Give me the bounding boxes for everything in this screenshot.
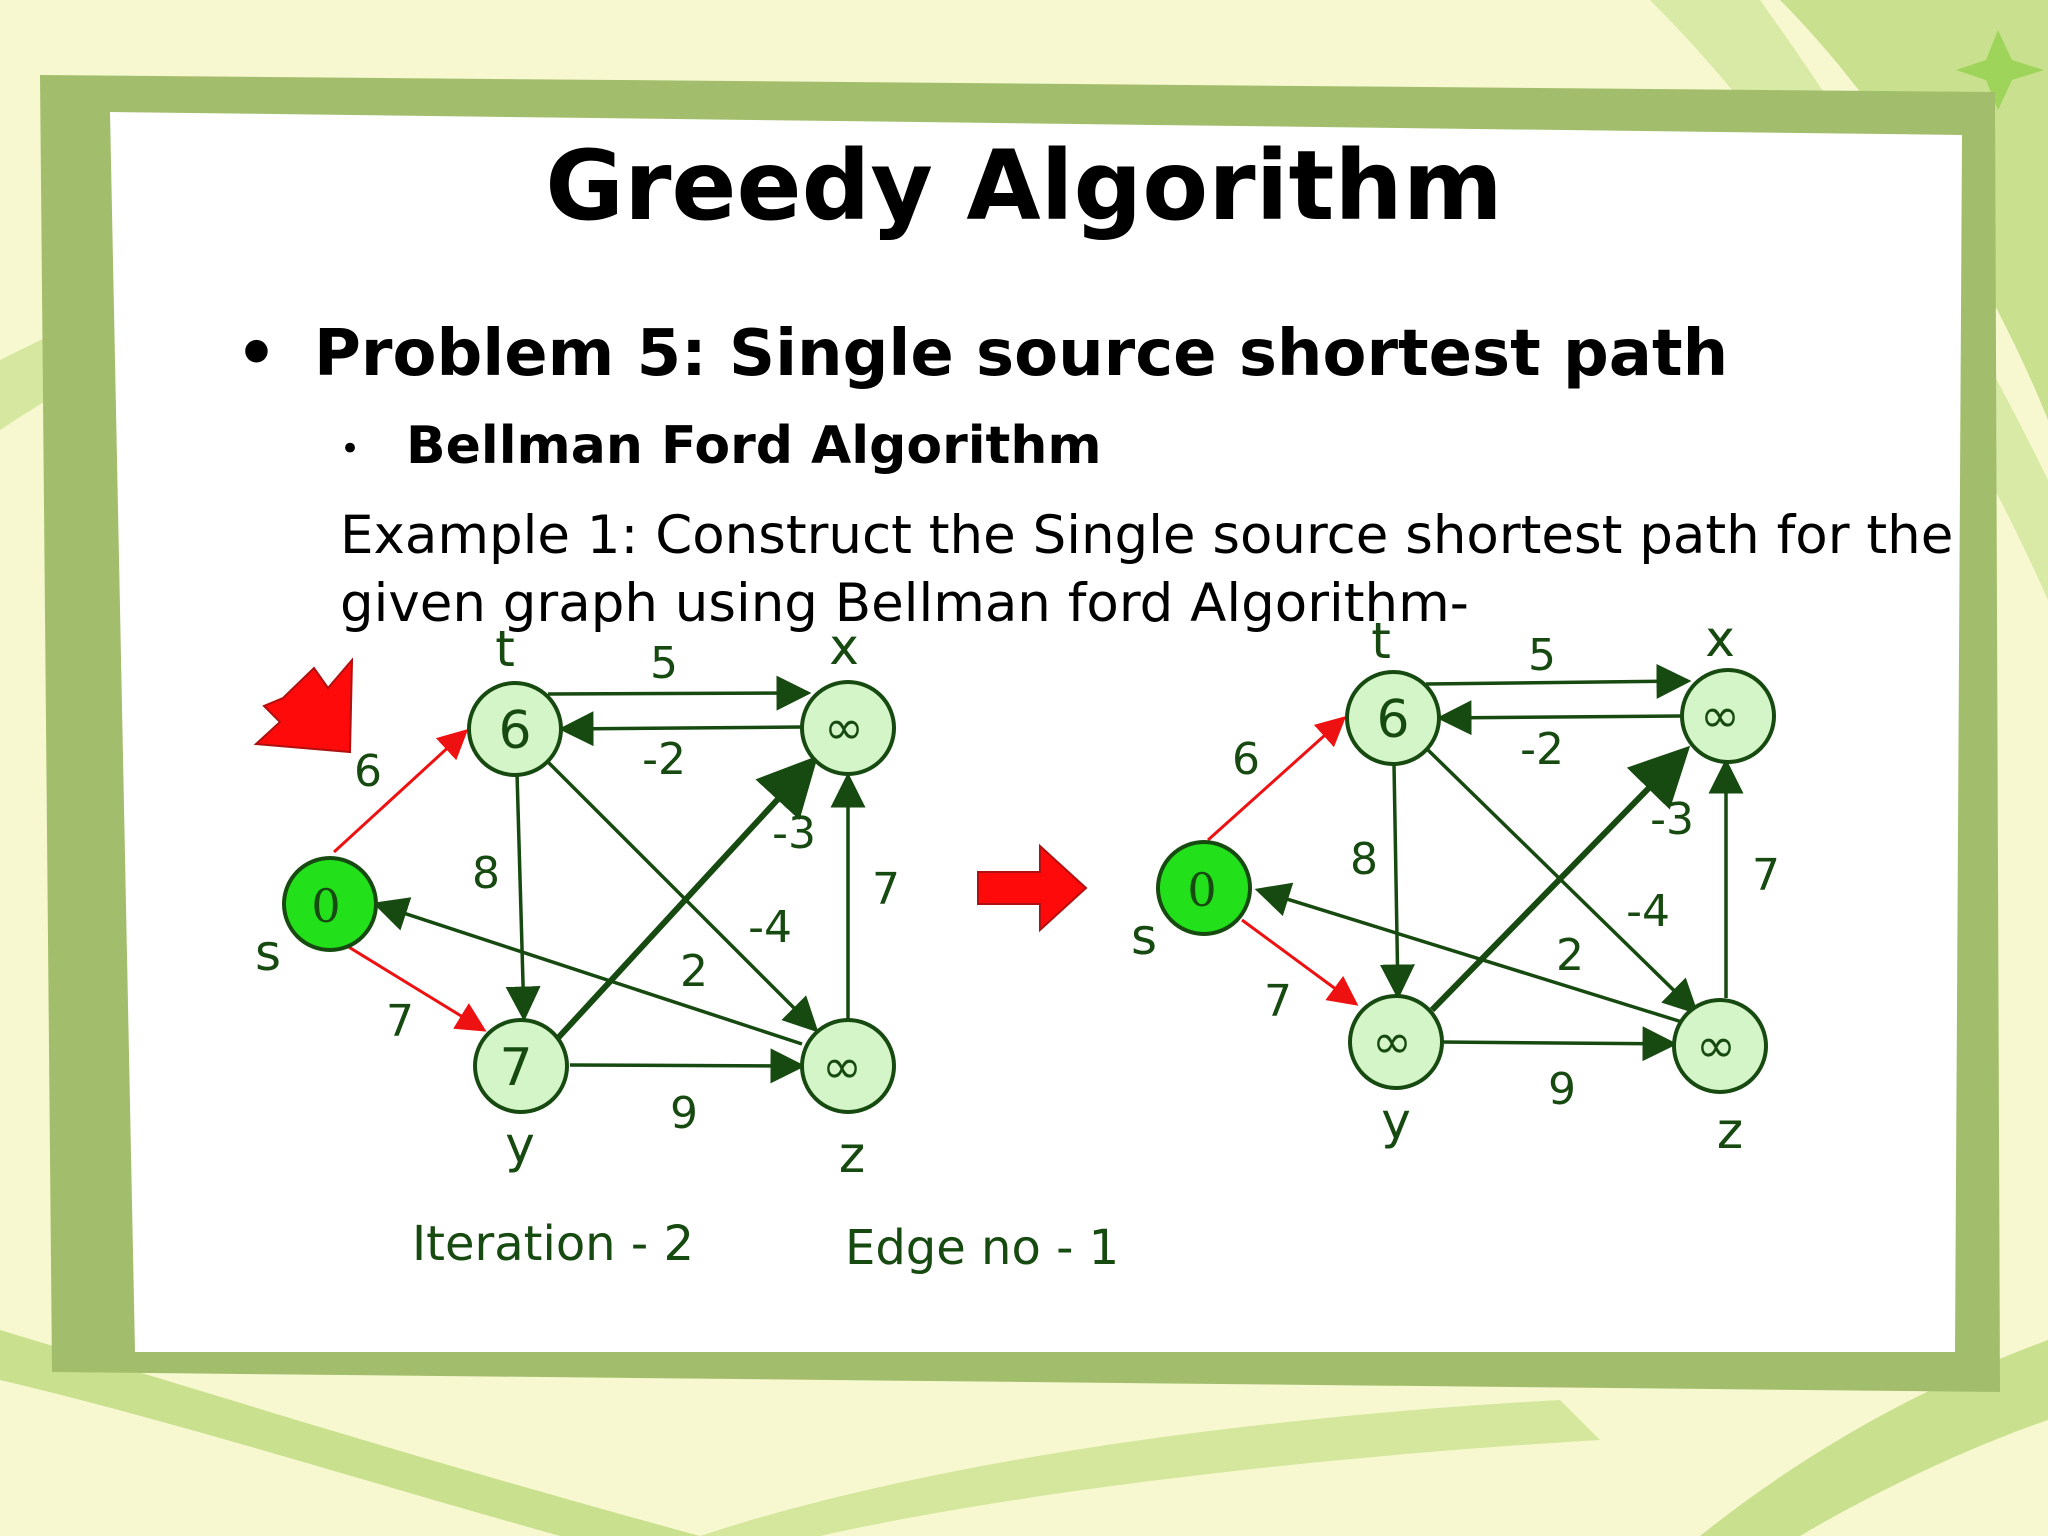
right-node-s <box>1156 840 1252 936</box>
left-weight-y-x: -3 <box>772 808 816 859</box>
example-line-1: Example 1: Construct the Single source s… <box>340 505 1954 566</box>
right-weight-x-t: -2 <box>1520 724 1564 775</box>
right-edge-s-t <box>1206 715 1347 842</box>
right-edge-z-s <box>1254 882 1683 1024</box>
left-label-y: y <box>505 1116 535 1174</box>
left-edge-z-s <box>372 897 803 1046</box>
left-label-t: t <box>495 620 515 678</box>
right-weight-y-x: -3 <box>1650 794 1694 845</box>
left-edge-t-x <box>547 675 812 711</box>
slide-title: Greedy Algorithm <box>545 130 1503 242</box>
left-weight-s-t: 6 <box>354 746 382 797</box>
right-label-t: t <box>1371 612 1391 670</box>
right-edge-x-t <box>1436 700 1683 736</box>
right-node-x-value: ∞ <box>1700 688 1740 744</box>
left-weight-t-y: 8 <box>472 848 500 899</box>
left-edge-s-t <box>332 728 469 854</box>
right-edge-y-z <box>1439 1026 1678 1062</box>
edge-number-label: Edge no - 1 <box>845 1220 1120 1276</box>
right-node-y-value: ∞ <box>1372 1014 1412 1070</box>
right-label-y: y <box>1381 1092 1411 1150</box>
right-weight-y-z: 9 <box>1548 1064 1576 1115</box>
transition-arrow <box>977 843 1088 933</box>
bullet-dot: • <box>236 317 277 391</box>
left-node-s <box>282 856 378 952</box>
left-node-t <box>467 681 563 777</box>
right-label-z: z <box>1717 1102 1743 1160</box>
bullet-dot: • <box>340 429 361 469</box>
left-weight-t-x: 5 <box>650 638 678 689</box>
left-node-z-value: ∞ <box>822 1039 862 1095</box>
right-weight-z-x: 7 <box>1752 850 1780 901</box>
left-weight-s-y: 7 <box>386 996 414 1047</box>
left-weight-x-t: -2 <box>642 734 686 785</box>
right-label-s: s <box>1131 908 1157 966</box>
right-node-y <box>1348 994 1444 1090</box>
right-weight-t-x: 5 <box>1528 630 1556 681</box>
left-edge-y-x <box>555 755 819 1041</box>
left-node-y-value: 7 <box>499 1038 532 1098</box>
left-edge-s-y <box>333 936 487 1032</box>
left-node-z <box>800 1018 896 1114</box>
left-graph: 0 6 ∞ 7 ∞ s t x y z 6 7 5 -2 8 -4 -3 9 7… <box>253 618 900 1184</box>
right-edge-y-x <box>1429 745 1691 1013</box>
right-weight-t-z: -4 <box>1626 886 1670 937</box>
left-node-t-value: 6 <box>498 701 531 761</box>
right-edge-t-y <box>1379 763 1415 1000</box>
current-edge-pointer-arrow <box>253 657 354 754</box>
right-label-x: x <box>1705 610 1735 668</box>
left-node-x <box>800 680 896 776</box>
left-edge-t-y <box>505 772 541 1022</box>
left-node-x-value: ∞ <box>824 700 864 756</box>
right-node-z <box>1672 998 1768 1094</box>
example-line-2: given graph using Bellman ford Algorithm… <box>340 573 1469 634</box>
left-edge-t-z <box>546 760 819 1033</box>
right-weight-z-s: 2 <box>1556 930 1584 981</box>
left-label-s: s <box>255 924 281 982</box>
left-weight-z-s: 2 <box>680 946 708 997</box>
example-paragraph: Example 1: Construct the Single source s… <box>340 502 1953 638</box>
bullet-algorithm: •Bellman Ford Algorithm <box>340 420 1102 472</box>
right-node-t-value: 6 <box>1376 690 1409 750</box>
left-node-y <box>473 1018 569 1114</box>
left-weight-y-z: 9 <box>670 1088 698 1139</box>
right-weight-s-t: 6 <box>1232 734 1260 785</box>
bullet-problem-text: Problem 5: Single source shortest path <box>314 317 1729 391</box>
left-weight-z-x: 7 <box>872 864 900 915</box>
right-weight-s-y: 7 <box>1264 976 1292 1027</box>
left-edge-y-z <box>569 1048 806 1084</box>
right-edge-t-x <box>1425 663 1692 699</box>
right-graph: 0 6 ∞ ∞ ∞ s t x y z 6 7 5 -2 8 -4 -3 9 7… <box>1131 610 1780 1160</box>
left-label-x: x <box>829 618 859 676</box>
right-node-x <box>1680 668 1776 764</box>
left-node-s-value: 0 <box>311 879 340 933</box>
left-weight-t-z: -4 <box>748 902 792 953</box>
bullet-algorithm-text: Bellman Ford Algorithm <box>406 416 1102 476</box>
left-edge-x-t <box>558 711 803 747</box>
right-weight-t-y: 8 <box>1350 834 1378 885</box>
right-edge-s-y <box>1241 918 1359 1006</box>
left-label-z: z <box>839 1126 865 1184</box>
iteration-label: Iteration - 2 <box>412 1216 694 1272</box>
right-node-s-value: 0 <box>1187 863 1216 917</box>
right-node-z-value: ∞ <box>1696 1018 1736 1074</box>
right-node-t <box>1345 670 1441 766</box>
bullet-problem: •Problem 5: Single source shortest path <box>236 322 1728 386</box>
